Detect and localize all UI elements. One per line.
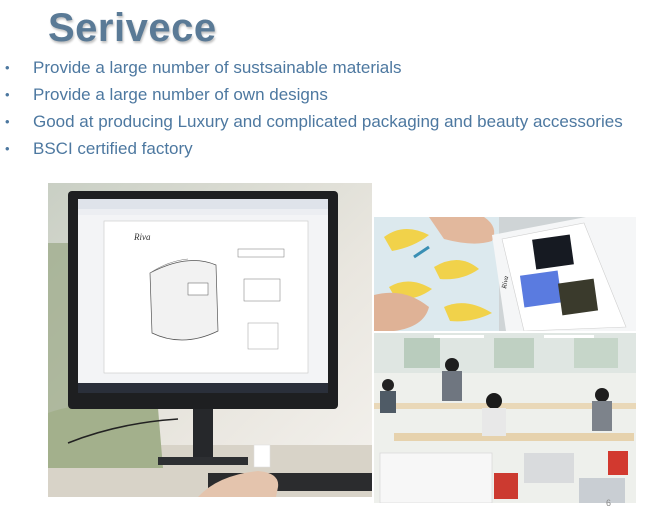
factory-workshop-photo — [374, 333, 636, 503]
bullet-dot: • — [5, 87, 10, 102]
bullet-dot: • — [5, 60, 10, 75]
swatch-card-brand: Riva — [500, 275, 510, 290]
page-number: 6 — [606, 498, 612, 508]
bullet-text: Provide a large number of sustsainable m… — [33, 58, 402, 77]
fabric-swatch-photo: Riva — [374, 217, 636, 331]
monitor-design-photo: Riva — [48, 183, 372, 497]
bullet-dot: • — [5, 114, 10, 129]
bullet-item: • BSCI certified factory — [0, 138, 623, 165]
workshop-illustration — [374, 333, 636, 503]
bullet-item: • Good at producing Luxury and complicate… — [0, 111, 623, 138]
bullet-text: Good at producing Luxury and complicated… — [33, 112, 623, 131]
bullet-dot: • — [5, 141, 10, 156]
bullet-text: Provide a large number of own designs — [33, 85, 328, 104]
bullet-text: BSCI certified factory — [33, 139, 193, 158]
bullet-item: • Provide a large number of own designs — [0, 84, 623, 111]
swatch-illustration: Riva — [374, 217, 636, 331]
bullet-item: • Provide a large number of sustsainable … — [0, 57, 623, 84]
service-bullet-list: • Provide a large number of sustsainable … — [0, 57, 623, 165]
monitor-illustration: Riva — [48, 183, 372, 497]
monitor-brand-label: Riva — [133, 232, 151, 242]
slide-title: Serivece — [48, 6, 217, 50]
